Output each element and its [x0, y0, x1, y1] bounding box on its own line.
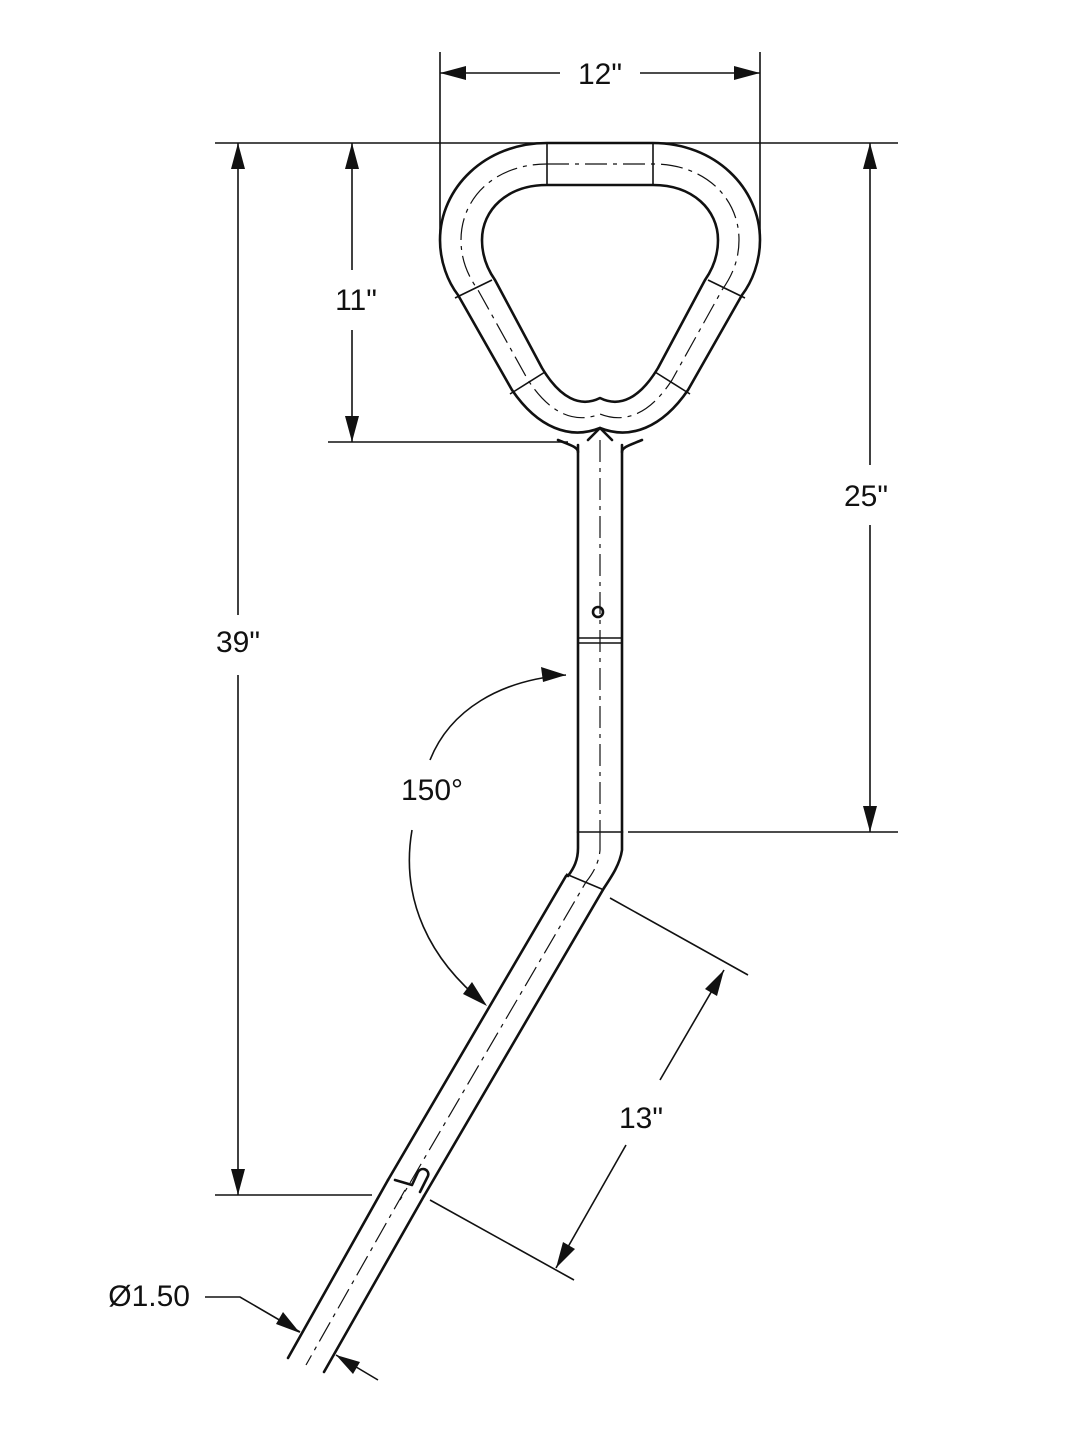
triangular-loop-grip — [438, 141, 762, 454]
loop-joint-right-lower — [654, 371, 691, 395]
dimension-lower-length: 13" — [429, 897, 749, 1281]
upper-height-label: 25" — [844, 480, 888, 513]
bend-left-edge — [566, 830, 580, 878]
bend-right-edge — [602, 830, 624, 890]
lower-shaft-left-edge — [386, 874, 568, 1182]
lower-length-ext-top — [609, 897, 749, 976]
lower-shaft-centerline — [399, 832, 601, 1201]
lower-length-arrow-bottom — [556, 1242, 575, 1268]
angle-arc-lower — [408, 829, 486, 1005]
lower-length-arrow-top — [705, 970, 724, 996]
width-arrow-right — [734, 66, 760, 80]
lower-shaft — [286, 830, 624, 1374]
spike-left-edge — [286, 1178, 390, 1360]
upper-shaft — [576, 440, 624, 834]
angle-arrow-lower — [463, 982, 487, 1006]
spike-centerline — [305, 1189, 406, 1366]
dimension-overall-height: 39" — [215, 143, 372, 1196]
loop-joint-right-upper — [707, 279, 746, 299]
dimension-upper-height: 25" — [628, 143, 898, 833]
dimension-width-top: 12" — [439, 52, 761, 240]
loop-height-label: 11" — [335, 284, 377, 317]
pin-hole — [591, 605, 605, 619]
shaft-joint-bend-bottom — [565, 873, 605, 891]
angle-arc-upper — [429, 674, 567, 761]
width-arrow-left — [440, 66, 466, 80]
spike-right-edge — [322, 1194, 426, 1374]
loop-inner-outline — [480, 183, 720, 404]
angle-arrow-upper — [541, 667, 566, 682]
angle-label: 150° — [401, 774, 463, 807]
overall-height-arrow-bottom — [231, 1169, 245, 1195]
loop-joint-left-upper — [454, 279, 493, 299]
diameter-label: Ø1.50 — [108, 1280, 190, 1313]
lower-shaft-right-edge — [422, 886, 606, 1198]
diameter-arrow-lower — [336, 1355, 360, 1374]
loop-height-arrow-bottom — [345, 416, 359, 442]
dimension-loop-height: 11" — [328, 143, 568, 443]
diameter-arrow-upper — [276, 1312, 300, 1333]
dimension-bend-angle: 150° — [401, 667, 567, 1006]
lower-length-ext-bottom — [429, 1199, 575, 1281]
dimension-tube-diameter: Ø1.50 — [108, 1280, 379, 1381]
overall-height-arrow-top — [231, 143, 245, 169]
lower-length-label: 13" — [619, 1102, 663, 1135]
loop-outer-outline — [438, 141, 762, 434]
upper-height-arrow-bottom — [863, 806, 877, 832]
loop-height-arrow-top — [345, 143, 359, 169]
bottom-slot — [393, 1167, 430, 1194]
overall-height-label: 39" — [216, 626, 260, 659]
width-label: 12" — [578, 58, 622, 91]
loop-joint-left-lower — [509, 371, 546, 395]
upper-height-arrow-top — [863, 143, 877, 169]
loop-centerline — [460, 163, 740, 419]
